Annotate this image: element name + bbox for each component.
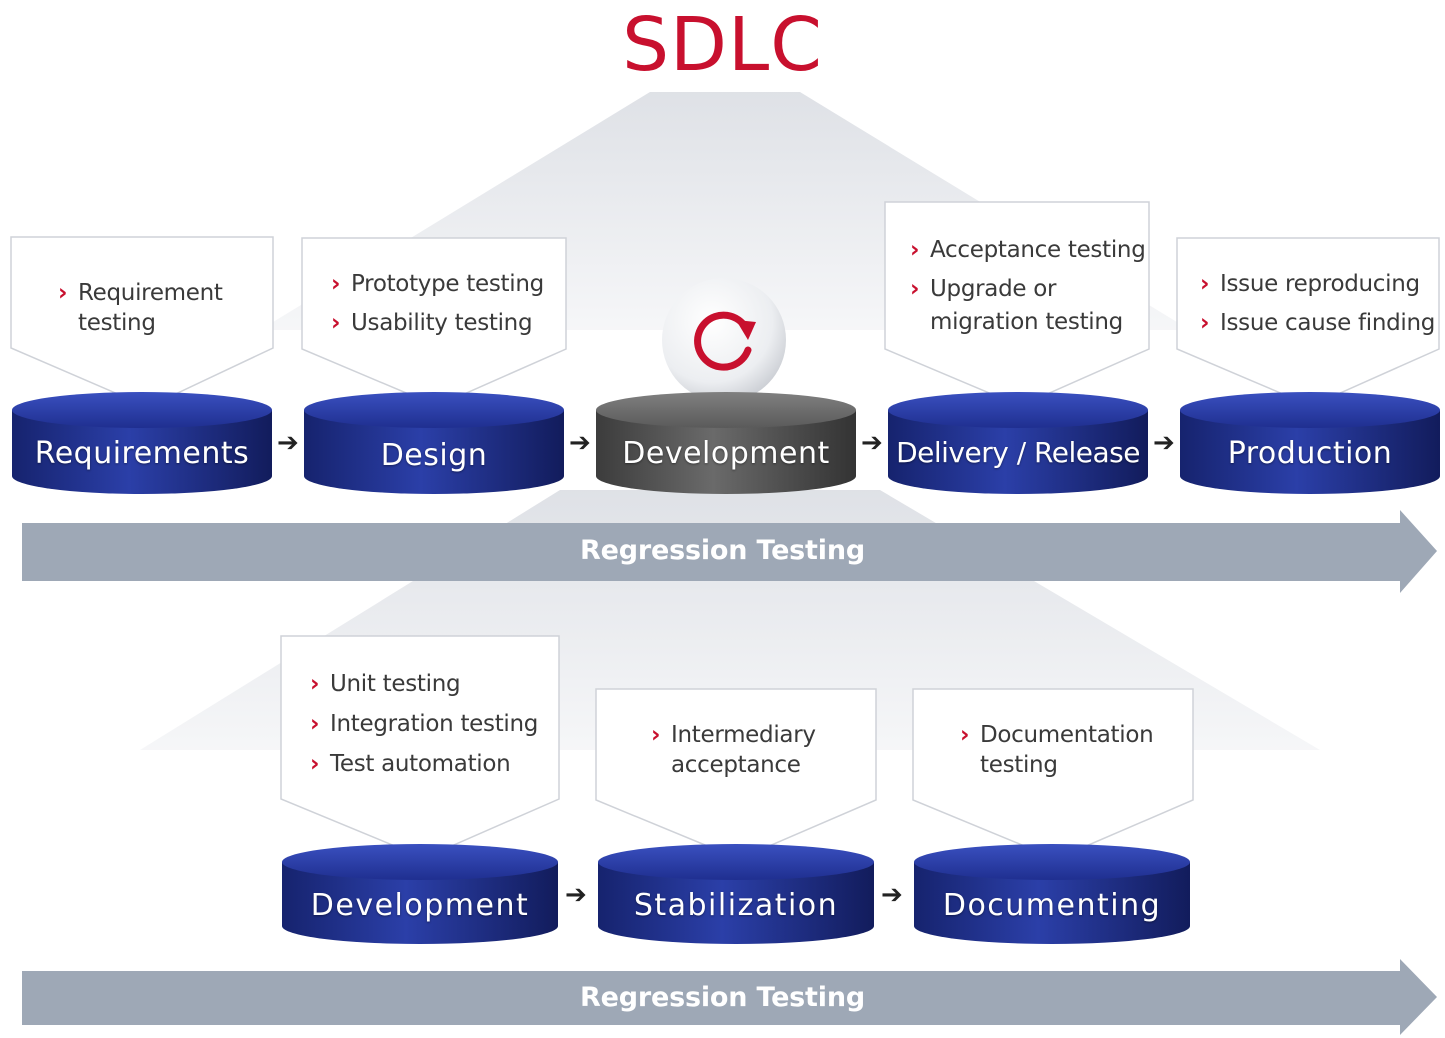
bullet-list: ›Requirement testing xyxy=(58,278,223,348)
disc-shape xyxy=(12,392,272,494)
stage-requirements-disc: Requirements xyxy=(10,390,274,500)
stage-bottom-development-disc: Development xyxy=(280,842,560,950)
arrow-right-icon: ➔ xyxy=(565,880,587,910)
bullet-list: ›Intermediary acceptance xyxy=(651,720,816,790)
chevron-right-icon: › xyxy=(58,280,68,306)
bullet-item: ›Prototype testing xyxy=(331,271,544,297)
callout-box xyxy=(10,236,274,408)
stage-label: Requirements xyxy=(34,436,250,471)
bullet-item: ›Upgrade or migration testing xyxy=(910,273,1146,339)
chevron-right-icon: › xyxy=(960,722,970,748)
chevron-right-icon: › xyxy=(651,722,661,748)
chevron-right-icon: › xyxy=(910,237,920,263)
stage-documenting-disc: Documenting xyxy=(912,842,1192,950)
bullet-item: ›Intermediary acceptance xyxy=(651,722,816,778)
bullet-list: ›Issue reproducing ›Issue cause finding xyxy=(1200,269,1435,348)
bullet-list: ›Documentation testing xyxy=(960,720,1154,790)
regression-testing-label-bottom: Regression Testing xyxy=(580,982,865,1013)
callout-delivery-release: ›Acceptance testing ›Upgrade or migratio… xyxy=(884,201,1150,407)
bullet-item: ›Usability testing xyxy=(331,310,533,336)
callout-box xyxy=(301,237,567,407)
stage-label: Stabilization xyxy=(633,888,839,923)
bullet-list: ›Acceptance testing ›Upgrade or migratio… xyxy=(910,235,1146,349)
stage-label: Development xyxy=(310,888,530,923)
callout-production: ›Issue reproducing ›Issue cause finding xyxy=(1176,237,1440,407)
callout-box xyxy=(912,688,1194,860)
stage-stabilization-disc: Stabilization xyxy=(596,842,876,950)
stage-label: Documenting xyxy=(942,888,1162,923)
refresh-cycle-icon xyxy=(662,278,786,402)
disc-shape xyxy=(1180,392,1440,494)
chevron-right-icon: › xyxy=(310,751,320,777)
arrow-right-icon: ➔ xyxy=(881,880,903,910)
stage-label: Production xyxy=(1227,436,1393,471)
callout-bottom-development: ›Unit testing ›Integration testing ›Test… xyxy=(280,635,560,859)
arrow-right-icon: ➔ xyxy=(861,428,883,458)
stage-label: Design xyxy=(380,438,488,473)
bullet-item: ›Test automation xyxy=(310,751,511,777)
disc-shape xyxy=(282,844,558,944)
callout-stabilization: ›Intermediary acceptance xyxy=(595,688,877,860)
bullet-item: ›Acceptance testing xyxy=(910,237,1146,263)
chevron-right-icon: › xyxy=(331,271,341,297)
stage-label: Development xyxy=(622,436,830,471)
bullet-item: ›Unit testing xyxy=(310,671,461,697)
chevron-right-icon: › xyxy=(1200,271,1210,297)
stage-label: Delivery / Release xyxy=(896,436,1140,469)
chevron-right-icon: › xyxy=(1200,310,1210,336)
bullet-list: ›Prototype testing ›Usability testing xyxy=(331,269,544,348)
arrow-right-icon: ➔ xyxy=(569,428,591,458)
arrow-right-icon: ➔ xyxy=(1153,428,1175,458)
callout-documenting: ›Documentation testing xyxy=(912,688,1194,860)
bullet-item: ›Issue reproducing xyxy=(1200,271,1420,297)
chevron-right-icon: › xyxy=(310,711,320,737)
callout-box xyxy=(1176,237,1440,407)
stage-development-disc: Development xyxy=(594,390,858,500)
callout-design: ›Prototype testing ›Usability testing xyxy=(301,237,567,407)
callout-requirements: ›Requirement testing xyxy=(10,236,274,408)
chevron-right-icon: › xyxy=(310,671,320,697)
disc-shape xyxy=(598,844,874,944)
callout-box xyxy=(280,635,560,859)
disc-shape xyxy=(914,844,1190,944)
stage-design-disc: Design xyxy=(302,390,566,500)
stage-production-disc: Production xyxy=(1178,390,1442,500)
regression-band-bottom xyxy=(22,959,1437,1035)
disc-shape xyxy=(596,392,856,494)
arrow-right-icon: ➔ xyxy=(277,428,299,458)
callout-box xyxy=(595,688,877,860)
stage-delivery-release-disc: Delivery / Release xyxy=(886,390,1150,500)
regression-testing-label-top: Regression Testing xyxy=(580,535,865,566)
callout-box xyxy=(884,201,1150,407)
regression-band-top xyxy=(22,510,1437,593)
disc-shape xyxy=(888,392,1148,494)
bullet-item: ›Issue cause finding xyxy=(1200,310,1436,336)
bullet-item: ›Documentation testing xyxy=(960,722,1154,778)
diagram-title: SDLC xyxy=(622,2,823,88)
chevron-right-icon: › xyxy=(331,310,341,336)
bullet-item: ›Integration testing xyxy=(310,711,539,737)
disc-shape xyxy=(304,392,564,494)
bullet-item: ›Requirement testing xyxy=(58,280,223,336)
bullet-list: ›Unit testing ›Integration testing ›Test… xyxy=(310,669,538,789)
chevron-right-icon: › xyxy=(910,276,920,302)
